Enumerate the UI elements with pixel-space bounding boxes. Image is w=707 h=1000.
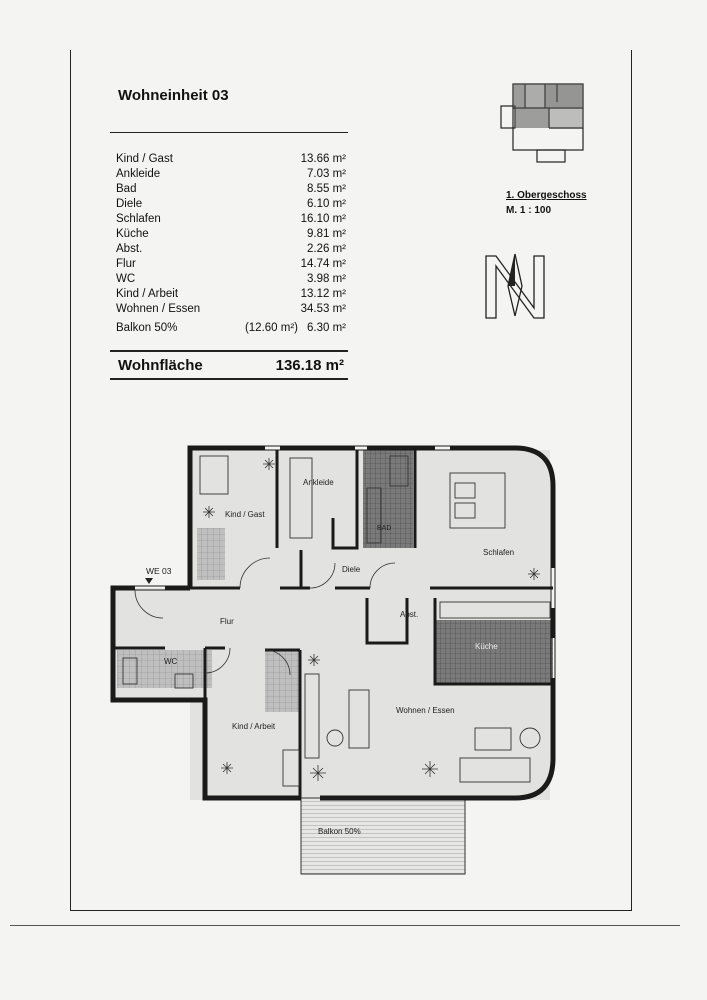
room-area: 14.74 m² [300, 258, 346, 270]
room-area: 8.55 m² [307, 183, 346, 195]
divider [110, 378, 348, 380]
page-title: Wohneinheit 03 [118, 87, 229, 104]
room-area: 3.98 m² [307, 273, 346, 285]
room-area: 34.53 m² [300, 303, 346, 315]
divider [110, 350, 348, 352]
plan-label-bad: BAD [377, 525, 392, 532]
balkon-gross-area: (12.60 m²) [244, 322, 298, 334]
room-area: 13.66 m² [300, 153, 346, 165]
plan-label-kueche: Küche [475, 642, 498, 651]
room-row: Bad 8.55 m² [116, 182, 346, 197]
floor-label: 1. Obergeschoss [506, 190, 587, 201]
plan-label-abst: Abst. [400, 610, 419, 619]
divider [110, 132, 348, 133]
room-name: Küche [116, 228, 149, 240]
room-row: Küche 9.81 m² [116, 227, 346, 242]
plan-label-wc: WC [164, 657, 178, 666]
room-name: Bad [116, 183, 137, 195]
room-list: Kind / Gast 13.66 m² Ankleide 7.03 m² Bad 8… [116, 152, 346, 317]
room-row: Kind / Gast 13.66 m² [116, 152, 346, 167]
room-area: 13.12 m² [300, 288, 346, 300]
room-row: WC 3.98 m² [116, 272, 346, 287]
unit-marker: WE 03 [146, 566, 172, 576]
plan-label-wohnen-essen: Wohnen / Essen [396, 706, 455, 715]
plan-label-diele: Diele [342, 565, 361, 574]
floor-plan [110, 445, 556, 875]
room-row: Flur 14.74 m² [116, 257, 346, 272]
room-name: WC [116, 273, 136, 285]
room-row: Kind / Arbeit 13.12 m² [116, 287, 346, 302]
room-area: 6.10 m² [307, 198, 346, 210]
room-row: Ankleide 7.03 m² [116, 167, 346, 182]
room-area: 16.10 m² [300, 213, 346, 225]
room-name: Wohnen / Essen [116, 303, 201, 315]
room-row: Abst. 2.26 m² [116, 242, 346, 257]
room-row: Wohnen / Essen 34.53 m² [116, 302, 346, 317]
room-row: Schlafen 16.10 m² [116, 212, 346, 227]
plan-label-kind-gast: Kind / Gast [225, 510, 265, 519]
room-area: 2.26 m² [307, 243, 346, 255]
room-row: Diele 6.10 m² [116, 197, 346, 212]
north-arrow-icon [485, 253, 545, 319]
balkon-row: Balkon 50% (12.60 m²) 6.30 m² [116, 322, 346, 334]
total-label: Wohnfläche [118, 357, 203, 374]
plan-label-balkon: Balkon 50% [318, 827, 361, 836]
scale-label: M. 1 : 100 [506, 205, 552, 216]
balkon-name: Balkon 50% [116, 322, 178, 334]
plan-label-ankleide: Ankleide [303, 478, 334, 487]
plan-label-kind-arbeit: Kind / Arbeit [232, 722, 276, 731]
plan-label-flur: Flur [220, 617, 234, 626]
room-name: Schlafen [116, 213, 161, 225]
plan-label-schlafen: Schlafen [483, 548, 515, 557]
room-name: Abst. [116, 243, 143, 255]
room-area: 7.03 m² [307, 168, 346, 180]
page-frame [70, 50, 632, 911]
balkon-area: 6.30 m² [307, 322, 346, 334]
room-name: Ankleide [116, 168, 161, 180]
room-name: Diele [116, 198, 143, 210]
room-name: Kind / Gast [116, 153, 173, 165]
key-plan-image [500, 83, 584, 163]
total-value: 136.18 m² [275, 357, 344, 374]
room-name: Flur [116, 258, 136, 270]
room-area: 9.81 m² [307, 228, 346, 240]
room-name: Kind / Arbeit [116, 288, 179, 300]
page-bottom-rule [10, 925, 680, 926]
